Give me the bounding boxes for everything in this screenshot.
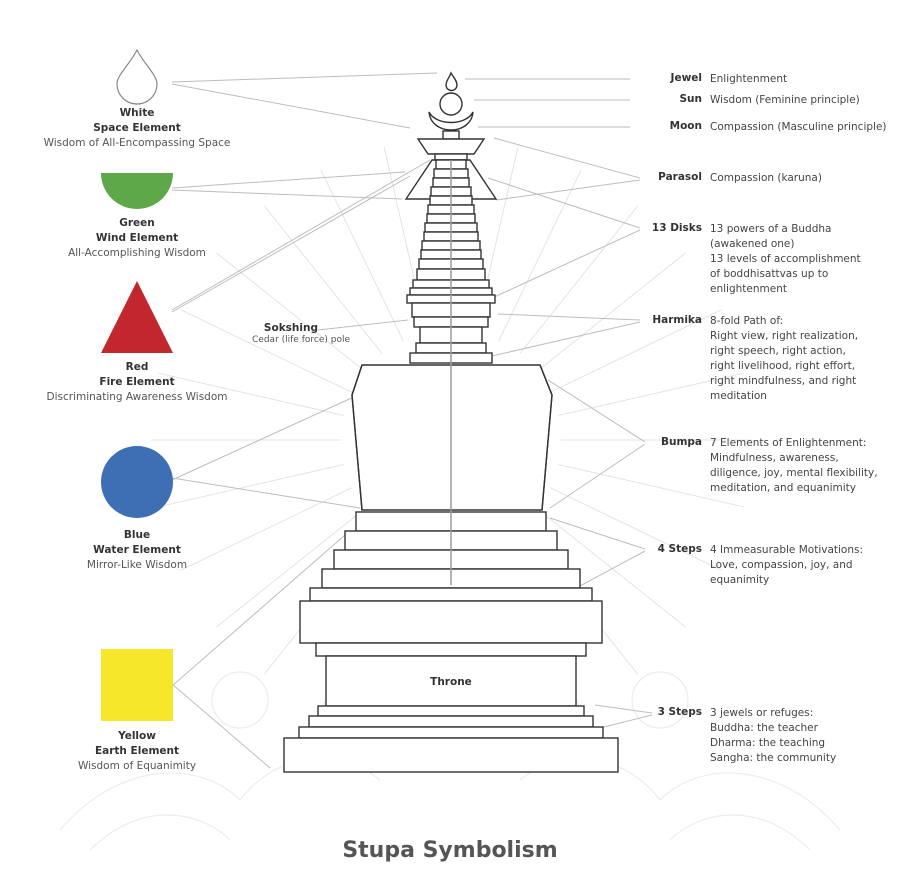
element-type: Water Element (93, 544, 181, 556)
desc-line: equanimity (710, 574, 770, 586)
part-name-parasol: Parasol (658, 171, 702, 183)
element-label-green: Green Wind Element All-Accomplishing Wis… (20, 216, 254, 261)
white-drop-icon (116, 48, 158, 105)
desc-line: 3 jewels or refuges: (710, 707, 814, 719)
part-desc-parasol: Compassion (karuna) (710, 171, 822, 186)
desc-line: meditation, and equanimity (710, 482, 856, 494)
element-name: Yellow (118, 730, 156, 742)
sun-icon (439, 92, 463, 116)
background-ray (536, 508, 686, 628)
element-shapes (101, 48, 173, 721)
element-type: Space Element (93, 122, 181, 134)
element-name: White (119, 107, 155, 119)
part-name-jewel: Jewel (670, 72, 702, 84)
part-desc-jewel: Enlightenment (710, 72, 787, 87)
background-ray (158, 464, 344, 508)
sokshing-sub-label: Cedar (life force) pole (200, 334, 350, 346)
element-type: Earth Element (94, 745, 180, 757)
desc-line: Right view, right realization, (710, 330, 859, 342)
part-desc-3-steps: 3 jewels or refuges: Buddha: the teacher… (710, 706, 836, 766)
part-name-harmika: Harmika (652, 314, 702, 326)
leader-lines (171, 72, 653, 769)
sokshing-sub: Cedar (life force) pole (252, 335, 350, 345)
element-wisdom: Wisdom of All-Encompassing Space (43, 137, 231, 149)
desc-line: of boddhisattvas up to (710, 268, 829, 280)
element-type: Wind Element (95, 232, 179, 244)
background-ray (498, 169, 582, 342)
part-desc-13-disks: 13 powers of a Buddha (awakened one) 13 … (710, 222, 861, 297)
desc-line: meditation (710, 390, 767, 402)
part-desc-bumpa: 7 Elements of Enlightenment: Mindfulness… (710, 436, 878, 496)
three-steps (283, 705, 619, 773)
desc-line: Love, compassion, joy, and (710, 559, 853, 571)
desc-line: Buddha: the teacher (710, 722, 818, 734)
desc-line: 13 levels of accomplishment (710, 253, 861, 265)
element-wisdom: Wisdom of Equanimity (77, 760, 197, 772)
background-ray (216, 508, 366, 628)
desc-line: right mindfulness, and right (710, 375, 857, 387)
desc-line: Enlightenment (710, 73, 788, 85)
part-desc-sun: Wisdom (Feminine principle) (710, 93, 860, 108)
background-ray (320, 169, 404, 342)
sokshing-label: Sokshing (228, 321, 318, 336)
desc-line: 7 Elements of Enlightenment: (710, 437, 867, 449)
element-label-red: Red Fire Element Discriminating Awarenes… (20, 360, 254, 405)
background-ray (536, 252, 686, 372)
element-type: Fire Element (99, 376, 175, 388)
part-name-moon: Moon (669, 120, 702, 132)
background-ray (558, 372, 744, 416)
element-name: Green (119, 217, 155, 229)
background-ray (549, 487, 722, 571)
desc-line: 8-fold Path of: (710, 315, 784, 327)
desc-line: Sangha: the community (710, 752, 837, 764)
element-label-blue: Blue Water Element Mirror-Like Wisdom (20, 528, 254, 573)
element-label-white: White Space Element Wisdom of All-Encomp… (20, 106, 254, 151)
background-ray (549, 309, 722, 393)
part-desc-harmika: 8-fold Path of: Right view, right realiz… (710, 314, 858, 404)
red-triangle-icon (101, 281, 173, 353)
desc-line: (awakened one) (710, 238, 795, 250)
part-name-sun: Sun (679, 93, 702, 105)
desc-line: 4 Immeasurable Motivations: (710, 544, 864, 556)
element-label-yellow: Yellow Earth Element Wisdom of Equanimit… (20, 729, 254, 774)
moon-icon (428, 111, 474, 131)
element-name: Blue (123, 529, 151, 541)
throne (325, 655, 577, 707)
diagram-title: Stupa Symbolism (342, 838, 558, 863)
part-name-4-steps: 4 Steps (657, 543, 702, 555)
background-ray (180, 487, 353, 571)
element-wisdom: Discriminating Awareness Wisdom (46, 391, 228, 403)
desc-line: right livelihood, right effort, (710, 360, 856, 372)
background-ray (158, 372, 344, 416)
blue-circle-icon (101, 446, 173, 518)
desc-line: Compassion (Masculine principle) (710, 121, 887, 133)
desc-line: Dharma: the teaching (710, 737, 826, 749)
sokshing-title: Sokshing (263, 322, 318, 334)
part-name-3-steps: 3 Steps (657, 706, 702, 718)
part-name-bumpa: Bumpa (660, 436, 702, 448)
element-name: Red (125, 361, 149, 373)
desc-line: Mindfulness, awareness, (710, 452, 839, 464)
desc-line: right speech, right action, (710, 345, 846, 357)
desc-line: 13 powers of a Buddha (710, 223, 832, 235)
part-desc-4-steps: 4 Immeasurable Motivations: Love, compas… (710, 543, 863, 588)
bumpa (351, 364, 553, 511)
background-ray (180, 309, 353, 393)
desc-line: enlightenment (710, 283, 787, 295)
jewel-icon (445, 71, 458, 92)
desc-line: Wisdom (Feminine principle) (710, 94, 860, 106)
desc-line: Compassion (karuna) (710, 172, 822, 184)
green-half-circle-icon (101, 173, 173, 209)
part-desc-moon: Compassion (Masculine principle) (710, 120, 887, 135)
yellow-square-icon (101, 649, 173, 721)
desc-line: diligence, joy, mental flexibility, (710, 467, 878, 479)
background-ray (519, 205, 639, 355)
element-wisdom: All-Accomplishing Wisdom (68, 247, 206, 259)
background-ray (558, 464, 744, 508)
background-ray (263, 205, 383, 355)
throne-label: Throne (430, 676, 472, 688)
part-name-13-disks: 13 Disks (651, 222, 702, 234)
element-wisdom: Mirror-Like Wisdom (86, 559, 188, 571)
